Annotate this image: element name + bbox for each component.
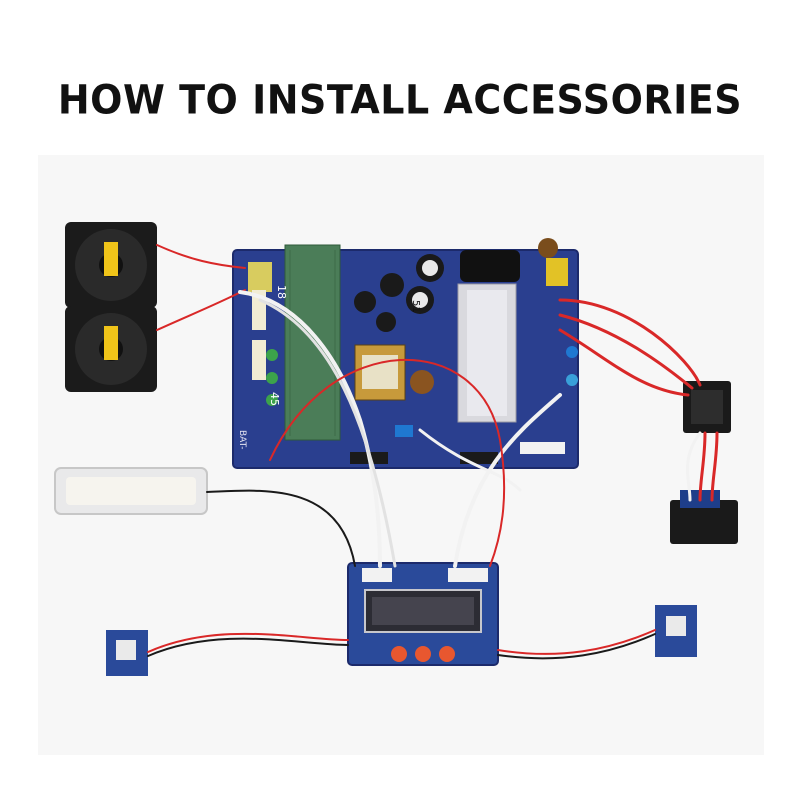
panel-button-left <box>391 646 407 662</box>
led-light-bar <box>54 467 208 515</box>
rocker-switch <box>683 381 731 433</box>
sensor-right <box>655 605 697 657</box>
capacitor <box>380 273 404 297</box>
page-title: HOW TO INSTALL ACCESSORIES <box>57 76 743 124</box>
display-panel <box>347 562 499 666</box>
wiring <box>147 244 719 660</box>
capacitor <box>354 291 376 313</box>
capacitor <box>376 312 396 332</box>
power-socket <box>670 490 738 544</box>
panel-button-right <box>439 646 455 662</box>
cap-45-label: 45 <box>268 392 281 406</box>
film-capacitor <box>546 258 568 286</box>
bat-label: BAT- <box>237 430 247 450</box>
cap-51-label: 51 <box>410 300 421 313</box>
panel-button-center <box>415 646 431 662</box>
choke <box>460 250 520 282</box>
coil <box>410 370 434 394</box>
green-inductor <box>284 244 341 441</box>
cooling-fans <box>65 222 157 392</box>
sensor-left <box>106 630 148 676</box>
cap-18-label: 18 <box>275 285 288 299</box>
coil <box>538 238 558 258</box>
